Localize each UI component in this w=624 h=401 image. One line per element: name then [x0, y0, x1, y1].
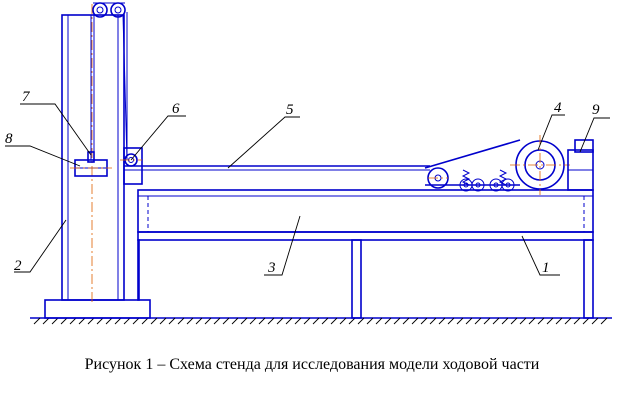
- top-pulleys: [92, 2, 126, 18]
- tension-roller: [471, 178, 485, 192]
- suspension-springs: [461, 169, 508, 186]
- drive-unit: [424, 135, 594, 195]
- guide-rail: [124, 165, 430, 171]
- belt-body: [137, 189, 594, 233]
- label-8: 8: [5, 131, 13, 147]
- weight-block: [70, 151, 112, 177]
- leader-lines: [5, 103, 610, 276]
- column-base: [44, 299, 151, 319]
- label-1: 1: [542, 260, 550, 276]
- label-9: 9: [592, 102, 600, 118]
- ground: [30, 317, 612, 325]
- label-3: 3: [267, 260, 276, 276]
- label-5: 5: [286, 102, 294, 118]
- label-7: 7: [22, 89, 31, 105]
- figure-caption: Рисунок 1 – Схема стенда для исследовани…: [85, 356, 540, 373]
- label-4: 4: [554, 100, 562, 116]
- tension-roller: [501, 178, 515, 192]
- frame: [137, 231, 594, 319]
- label-6: 6: [172, 101, 180, 117]
- label-2: 2: [14, 258, 22, 274]
- vertical-column: [61, 4, 128, 305]
